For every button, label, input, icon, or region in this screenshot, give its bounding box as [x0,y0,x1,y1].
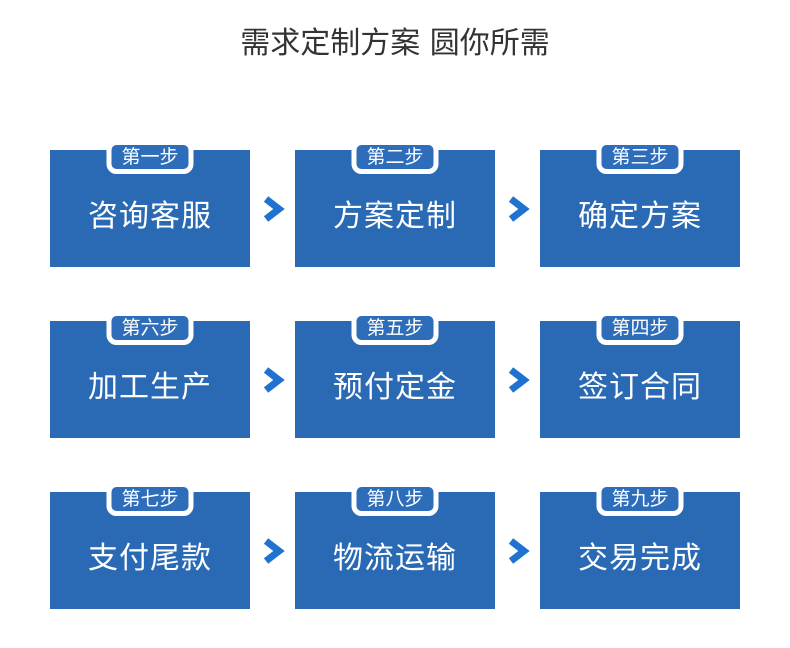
steps-row-2: 第六步 加工生产 第五步 预付定金 第四步 签订合同 [50,311,740,438]
step-card: 第三步 确定方案 [540,140,740,267]
step-card: 第五步 预付定金 [295,311,495,438]
step-label: 确定方案 [578,198,702,234]
step-label: 签订合同 [578,369,702,405]
steps-row-1: 第一步 咨询客服 第二步 方案定制 第三步 确定方案 [50,140,740,267]
step-card: 第六步 加工生产 [50,311,250,438]
chevron-right-icon [260,537,286,565]
step-badge: 第八步 [351,482,439,516]
step-badge: 第六步 [106,311,194,345]
step-label: 咨询客服 [88,198,212,234]
chevron-right-icon [505,537,531,565]
steps-row-3: 第七步 支付尾款 第八步 物流运输 第九步 交易完成 [50,482,740,609]
step-label: 方案定制 [333,198,457,234]
step-card: 第八步 物流运输 [295,482,495,609]
chevron-right-icon [505,195,531,223]
step-badge: 第二步 [351,140,439,174]
step-label: 预付定金 [333,369,457,405]
step-badge: 第三步 [596,140,684,174]
step-card: 第七步 支付尾款 [50,482,250,609]
page-title: 需求定制方案 圆你所需 [240,26,550,61]
step-card: 第二步 方案定制 [295,140,495,267]
step-label: 交易完成 [578,540,702,576]
step-card: 第一步 咨询客服 [50,140,250,267]
step-badge: 第九步 [596,482,684,516]
steps-grid: 第一步 咨询客服 第二步 方案定制 第三步 确定方案 第六步 加工生产 [50,140,740,609]
step-badge: 第五步 [351,311,439,345]
chevron-right-icon [260,366,286,394]
step-label: 物流运输 [333,540,457,576]
step-label: 支付尾款 [88,540,212,576]
step-label: 加工生产 [88,369,212,405]
step-badge: 第七步 [106,482,194,516]
step-badge: 第四步 [596,311,684,345]
step-card: 第四步 签订合同 [540,311,740,438]
step-badge: 第一步 [106,140,194,174]
step-card: 第九步 交易完成 [540,482,740,609]
chevron-right-icon [505,366,531,394]
chevron-right-icon [260,195,286,223]
